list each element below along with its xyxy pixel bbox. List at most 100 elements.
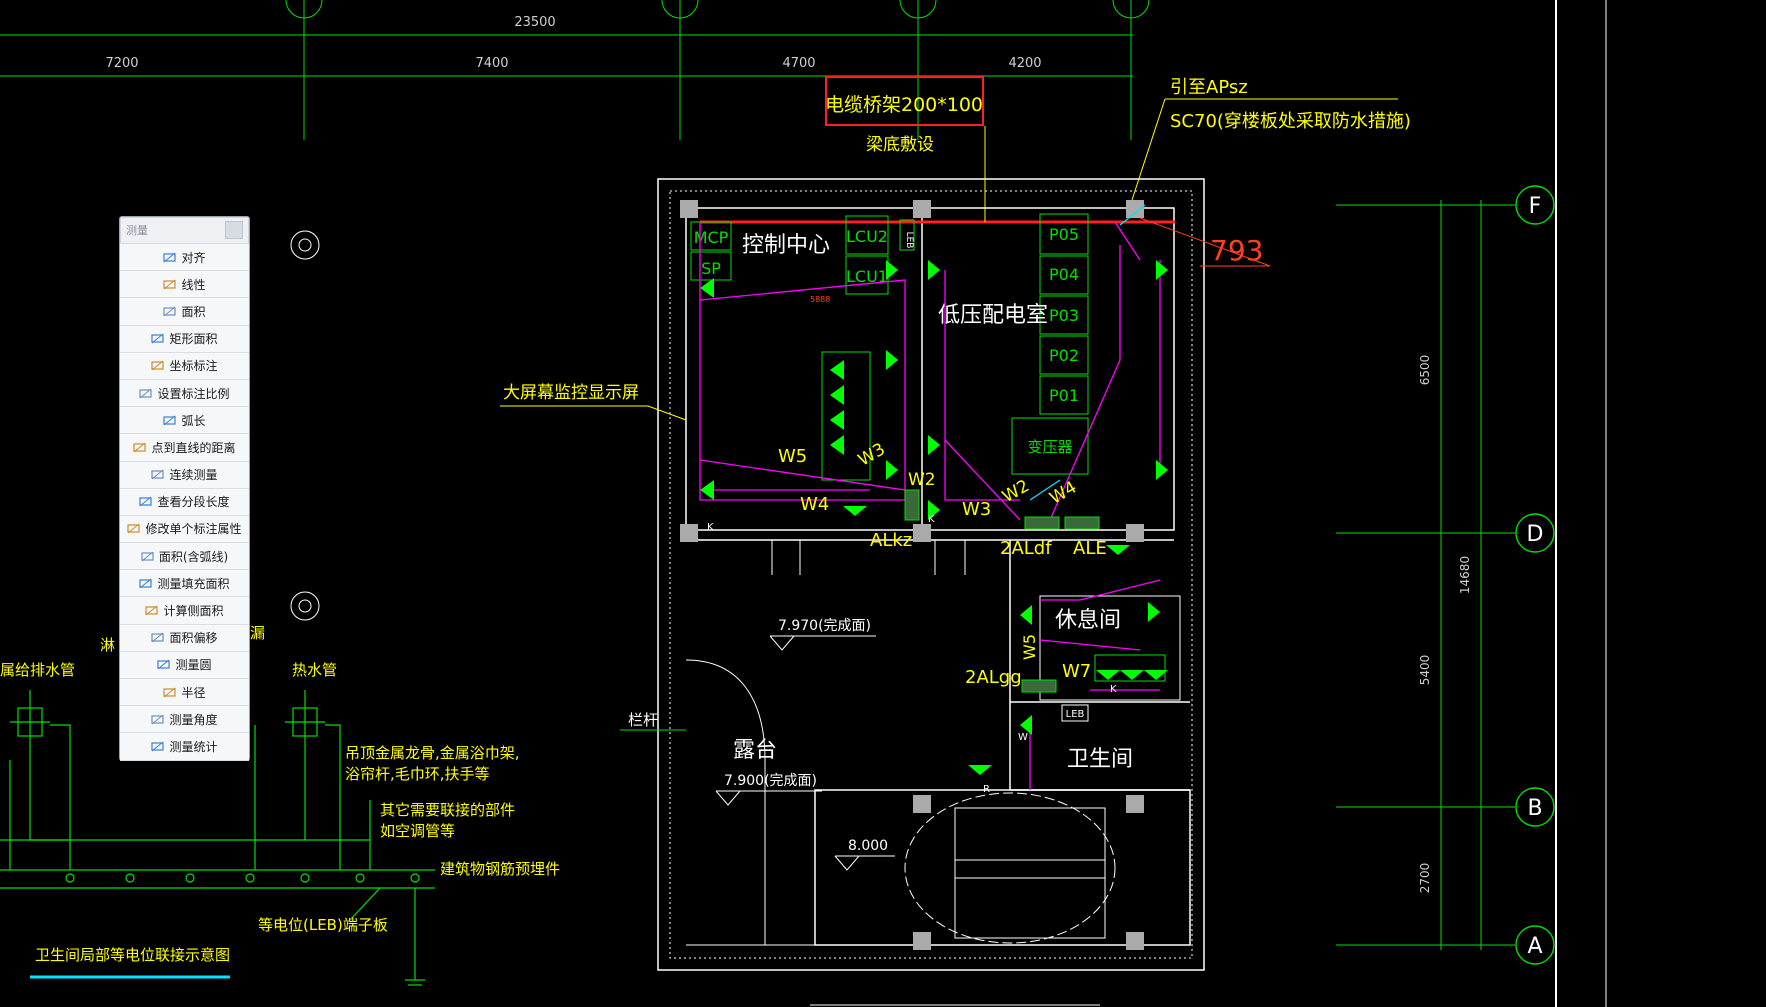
measure-tool-area[interactable]: 面积 — [120, 298, 249, 326]
wire-label-w2: W2 — [908, 470, 936, 490]
railing-label: 栏杆 — [628, 711, 658, 729]
wire-label-w4: W4 — [800, 494, 829, 515]
leader-793 — [1139, 217, 1271, 267]
cyan-wiring — [1029, 204, 1146, 501]
segment-length-icon — [139, 496, 153, 507]
circle-measure-icon — [157, 660, 171, 670]
area-icon — [163, 306, 177, 317]
leb-label: LEB — [904, 232, 914, 249]
switch-k-3: K — [1110, 684, 1117, 695]
building-outline — [657, 178, 1205, 971]
dim-seg-3: 4700 — [782, 56, 815, 71]
measure-tool-radius[interactable]: 半径 — [120, 679, 249, 707]
dim-right-2: 5400 — [1418, 655, 1432, 686]
detail-note-2: 其它需要联接的部件 — [380, 801, 515, 819]
side-area-icon — [145, 605, 159, 616]
measure-tool-circle-measure[interactable]: 测量圆 — [120, 651, 249, 679]
wiring-lines — [699, 221, 1161, 790]
measure-tool-label: 半径 — [181, 685, 206, 700]
elev-marker-1 — [769, 635, 795, 651]
measure-tool-area-offset[interactable]: 面积偏移 — [120, 624, 249, 652]
measure-tool-label: 测量角度 — [169, 712, 218, 727]
measure-tool-scale[interactable]: 设置标注比例 — [120, 379, 249, 408]
measure-tool-rectangle-area[interactable]: 矩形面积 — [120, 325, 249, 353]
measure-panel-title: 测量 — [126, 224, 148, 237]
measure-tool-label: 面积(含弧线) — [158, 549, 229, 564]
switch-k-1: K — [707, 522, 714, 533]
detail-pipe-1: 属给排水管 — [0, 661, 75, 679]
measure-tool-aligned-dimension[interactable]: 对齐 — [120, 244, 249, 272]
axis-label-a: A — [1527, 934, 1542, 959]
measure-tool-arc-area[interactable]: 面积(含弧线) — [120, 543, 249, 571]
sc70-label: SC70(穿楼板处采取防水措施) — [1170, 111, 1411, 132]
measure-tool-coordinate[interactable]: 坐标标注 — [120, 352, 249, 380]
restroom-leb-label: LEB — [1066, 709, 1085, 720]
tray-sub-label: 梁底敷设 — [866, 135, 934, 155]
axis-label-f: F — [1529, 194, 1542, 219]
detail-note-2b: 如空调管等 — [380, 822, 455, 840]
coordinate-icon — [151, 360, 165, 371]
measure-tool-label: 测量统计 — [169, 739, 218, 754]
axis-label-d: D — [1527, 522, 1544, 547]
measure-tool-label: 查看分段长度 — [157, 495, 230, 510]
small-number: 5888 — [810, 295, 830, 304]
dim-right-1: 6500 — [1418, 355, 1432, 386]
arc-length-icon — [163, 415, 177, 426]
measure-tool-label: 对齐 — [181, 250, 206, 265]
room-lounge: 休息间 — [1055, 608, 1121, 633]
measure-tool-linear-dimension[interactable]: 线性 — [120, 271, 249, 299]
measure-tool-hatch-area[interactable]: 测量填充面积 — [120, 570, 249, 598]
measure-tool-angle[interactable]: 测量角度 — [120, 706, 249, 734]
measure-tool-label: 测量圆 — [175, 658, 212, 673]
point-line-distance-icon — [133, 442, 147, 453]
close-icon[interactable] — [225, 221, 243, 239]
dim-right-3: 2700 — [1418, 863, 1432, 894]
dim-seg-1: 7200 — [105, 56, 138, 71]
measure-tool-label: 坐标标注 — [169, 359, 218, 374]
p03-label: P03 — [1049, 306, 1079, 325]
wire-label-w3b: W3 — [962, 499, 991, 520]
measure-tool-edit-dimension[interactable]: 修改单个标注属性 — [120, 515, 249, 544]
measure-tool-side-area[interactable]: 计算侧面积 — [120, 597, 249, 625]
apsz-leader-diag — [1131, 98, 1166, 201]
panel-ale: ALE — [1073, 538, 1107, 559]
measure-tool-continuous-measure[interactable]: 连续测量 — [120, 461, 249, 489]
elev-marker-3 — [834, 855, 860, 871]
continuous-measure-icon — [151, 469, 165, 480]
p02-label: P02 — [1049, 346, 1079, 365]
linear-dimension-icon — [163, 279, 177, 290]
dim-seg-2: 7400 — [475, 56, 508, 71]
hatch-area-icon — [139, 578, 153, 589]
angle-icon — [151, 714, 165, 725]
dim-top-total: 23500 — [514, 15, 555, 30]
left-axis-circles — [290, 230, 320, 621]
control-room-equipment — [690, 213, 1089, 481]
measure-tool-label: 面积偏移 — [169, 631, 218, 646]
tray-label-box — [825, 76, 984, 126]
dim-right-total: 14680 — [1458, 556, 1472, 594]
measure-tool-point-line-distance[interactable]: 点到直线的距离 — [120, 434, 249, 462]
measure-panel-header[interactable]: 测量 — [120, 217, 249, 244]
dim-seg-4: 4200 — [1008, 56, 1041, 71]
switch-k-2: K — [928, 514, 935, 525]
room-low-voltage: 低压配电室 — [938, 303, 1048, 328]
mcp-label: MCP — [694, 228, 729, 247]
number-793: 793 — [1210, 234, 1263, 267]
measure-tool-statistics[interactable]: 测量统计 — [120, 733, 249, 761]
panel-2aldf: 2ALdf — [1000, 538, 1052, 559]
room-control-center: 控制中心 — [742, 233, 830, 258]
measure-tool-label: 面积 — [181, 304, 206, 319]
elevation-7970: 7.970(完成面) — [778, 618, 871, 634]
detail-pipe-mid: 淋 — [100, 636, 115, 654]
screen-leader — [500, 405, 687, 421]
wire-label-w7: W7 — [1062, 661, 1091, 682]
measure-tool-arc-length[interactable]: 弧长 — [120, 407, 249, 435]
p01-label: P01 — [1049, 386, 1079, 405]
structural-columns — [680, 200, 1144, 950]
measure-tool-segment-length[interactable]: 查看分段长度 — [120, 488, 249, 516]
measure-tool-panel[interactable]: 测量 对齐线性面积矩形面积坐标标注设置标注比例弧长点到直线的距离连续测量查看分段… — [119, 216, 250, 761]
statistics-icon — [151, 741, 165, 752]
detail-title: 卫生间局部等电位联接示意图 — [35, 946, 230, 964]
tray-label: 电缆桥架200*100 — [825, 94, 983, 116]
